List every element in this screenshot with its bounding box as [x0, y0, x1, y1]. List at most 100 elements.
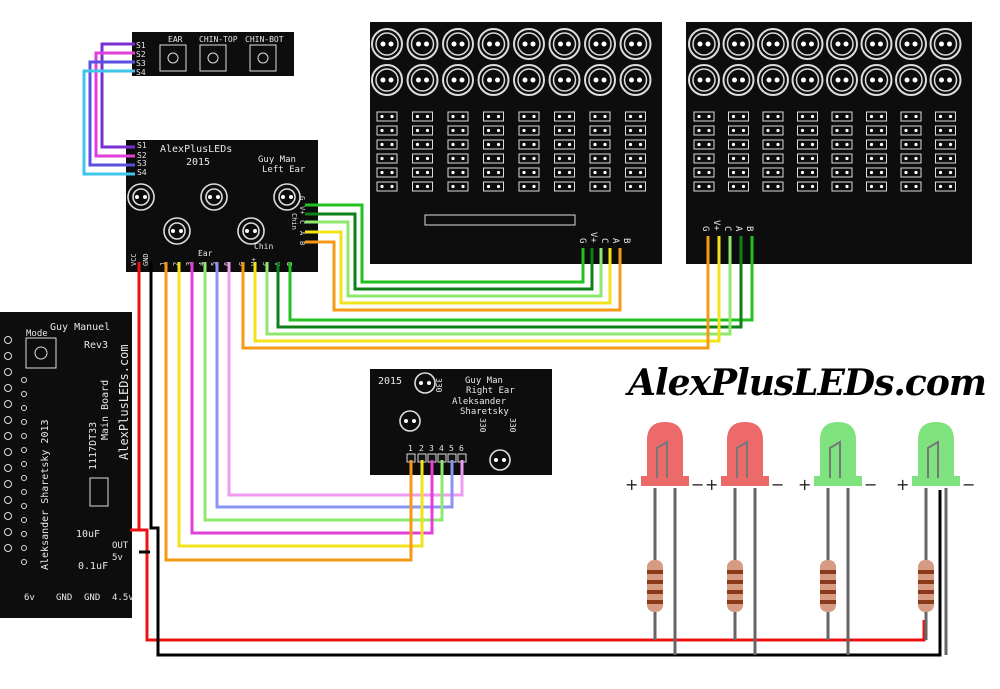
brand-title: AlexPlusLEDs.com — [628, 362, 987, 404]
led-minus-sign: − — [771, 475, 784, 494]
wire-chin-vplus — [305, 212, 594, 291]
left-ear-bottom-pin: GND — [142, 253, 150, 266]
right-ear-resistor-2: 330 — [478, 418, 487, 433]
wire-bottom-g — [241, 236, 710, 350]
ear-button[interactable] — [159, 44, 187, 72]
right-ear-resistor-1: 330 — [434, 378, 443, 393]
left-ear-ear-label: Ear — [198, 249, 213, 258]
button-label-chin-bot: CHIN-BOT — [245, 35, 284, 44]
main-board-in-label: 5v — [112, 553, 123, 563]
led-3: +− — [798, 422, 877, 655]
wire-chin-b — [305, 240, 622, 312]
matrix-1-pin-c: C — [599, 238, 609, 243]
wire-ear-6 — [227, 262, 464, 497]
wire-ear-4 — [203, 262, 444, 522]
button-board-pin-s4: S4 — [136, 68, 146, 77]
left-ear-bottom-pin: V+ — [250, 258, 258, 266]
left-ear-pin-s3: S3 — [137, 159, 147, 168]
main-board-pin-gnd-2: GND — [84, 593, 100, 603]
matrix-1-pin-a: A — [610, 238, 620, 244]
matrix-2-pin-a: A — [733, 226, 743, 232]
wire-s4-cyan — [82, 69, 135, 176]
button-board-pin-s2: S2 — [136, 50, 146, 59]
left-ear-pin-s4: S4 — [137, 168, 147, 177]
led-1: +− — [625, 422, 704, 655]
left-ear-bottom-pin: 5 — [210, 262, 218, 266]
main-board-url: AlexPlusLEDs.com — [117, 344, 131, 460]
wire-bottom-a — [276, 236, 743, 329]
wire-s3-blue — [88, 60, 135, 167]
left-ear-side-pin-b: B — [298, 241, 306, 245]
matrix-2-pin-c: C — [722, 226, 732, 231]
led-minus-sign: − — [962, 475, 975, 494]
right-ear-pin: 1 — [408, 444, 413, 453]
right-ear-resistor-3: 330 — [508, 418, 517, 433]
wire-vcc-red — [137, 262, 926, 642]
right-ear-pin: 6 — [459, 444, 464, 453]
main-board-pin-gnd-1: GND — [56, 593, 72, 603]
left-ear-board-name-2: Left Ear — [262, 165, 306, 175]
left-ear-side-chin: Chin — [290, 213, 298, 230]
chin-top-button[interactable] — [199, 44, 227, 72]
wire-ear-3 — [190, 262, 434, 535]
led-array: +−+−+−+− — [625, 422, 975, 655]
mode-button[interactable] — [25, 337, 57, 369]
led-plus-sign: + — [625, 475, 638, 494]
matrix-2-pin-vplus: V+ — [711, 220, 721, 231]
wire-ear-2 — [177, 262, 424, 548]
led-2: +− — [705, 422, 784, 655]
left-ear-board-name-1: Guy Man — [258, 155, 296, 165]
wires — [82, 42, 942, 657]
right-ear-author-2: Sharetsky — [460, 407, 509, 417]
left-ear-side-pin-g: G — [298, 196, 306, 200]
matrix-1-pin-labels: G V+ C A B — [577, 232, 631, 244]
main-board-cap2: 0.1uF — [78, 561, 108, 572]
right-ear-board: 2015 Guy Man Right Ear Aleksander Sharet… — [370, 369, 552, 475]
right-ear-name-1: Guy Man — [465, 376, 503, 386]
chin-bot-button[interactable] — [249, 44, 277, 72]
matrix-1-pin-b: B — [621, 238, 631, 243]
led-minus-sign: − — [691, 475, 704, 494]
main-board-out-label: OUT — [112, 541, 129, 551]
right-ear-pin: 3 — [429, 444, 434, 453]
matrix-2-pin-b: B — [744, 226, 754, 231]
main-board-mode-label: Mode — [26, 329, 48, 339]
main-board-cap1: 10uF — [76, 529, 100, 540]
wire-chin-c — [305, 220, 603, 298]
wire-bottom-b — [288, 236, 754, 322]
wire-chin-a — [305, 230, 612, 305]
left-ear-side-pins: G V+ Chin C A B — [290, 196, 306, 245]
matrix-1-pin-vplus: V+ — [588, 232, 598, 243]
left-ear-pin-s2: S2 — [137, 151, 147, 160]
main-board-board-label: Main Board — [100, 380, 111, 440]
left-ear-board-year: 2015 — [186, 157, 210, 168]
matrix-board-1: G V+ C A B — [370, 22, 662, 264]
led-plus-sign: + — [896, 475, 909, 494]
button-board-pin-s3: S3 — [136, 59, 146, 68]
left-ear-side-pin-c: C — [298, 220, 306, 224]
left-ear-bottom-pin: 1 — [159, 262, 167, 266]
left-ear-board-title: AlexPlusLEDs — [160, 144, 232, 155]
led-plus-sign: + — [798, 475, 811, 494]
button-label-ear: EAR — [168, 35, 183, 44]
led-minus-sign: − — [864, 475, 877, 494]
left-ear-bottom-pin: 6 — [223, 262, 231, 266]
matrix-2-pin-g: G — [700, 226, 710, 231]
main-board-name-2: Rev3 — [84, 340, 108, 351]
left-ear-bottom-pin: VCC — [130, 253, 138, 266]
right-ear-pin: 4 — [439, 444, 444, 453]
main-board-regulator: 1117DT33 — [88, 422, 99, 470]
left-ear-side-pin-a: A — [298, 231, 306, 236]
matrix-board-2: G V+ C A B — [686, 22, 972, 264]
left-ear-bottom-pin: 3 — [185, 262, 193, 266]
wire-bottom-vplus — [253, 236, 721, 343]
wire-chin-g — [305, 203, 585, 284]
left-ear-bottom-pin: 2 — [172, 262, 180, 266]
wire-bottom-c — [265, 236, 732, 336]
wire-ear-5 — [215, 262, 454, 509]
left-ear-bottom-pin: 4 — [198, 262, 206, 266]
main-board: Guy Manuel Mode Rev3 Main Board 1117DT33… — [0, 312, 134, 618]
matrix-2-pin-labels: G V+ C A B — [700, 220, 754, 232]
main-board-name-1: Guy Manuel — [50, 322, 110, 333]
